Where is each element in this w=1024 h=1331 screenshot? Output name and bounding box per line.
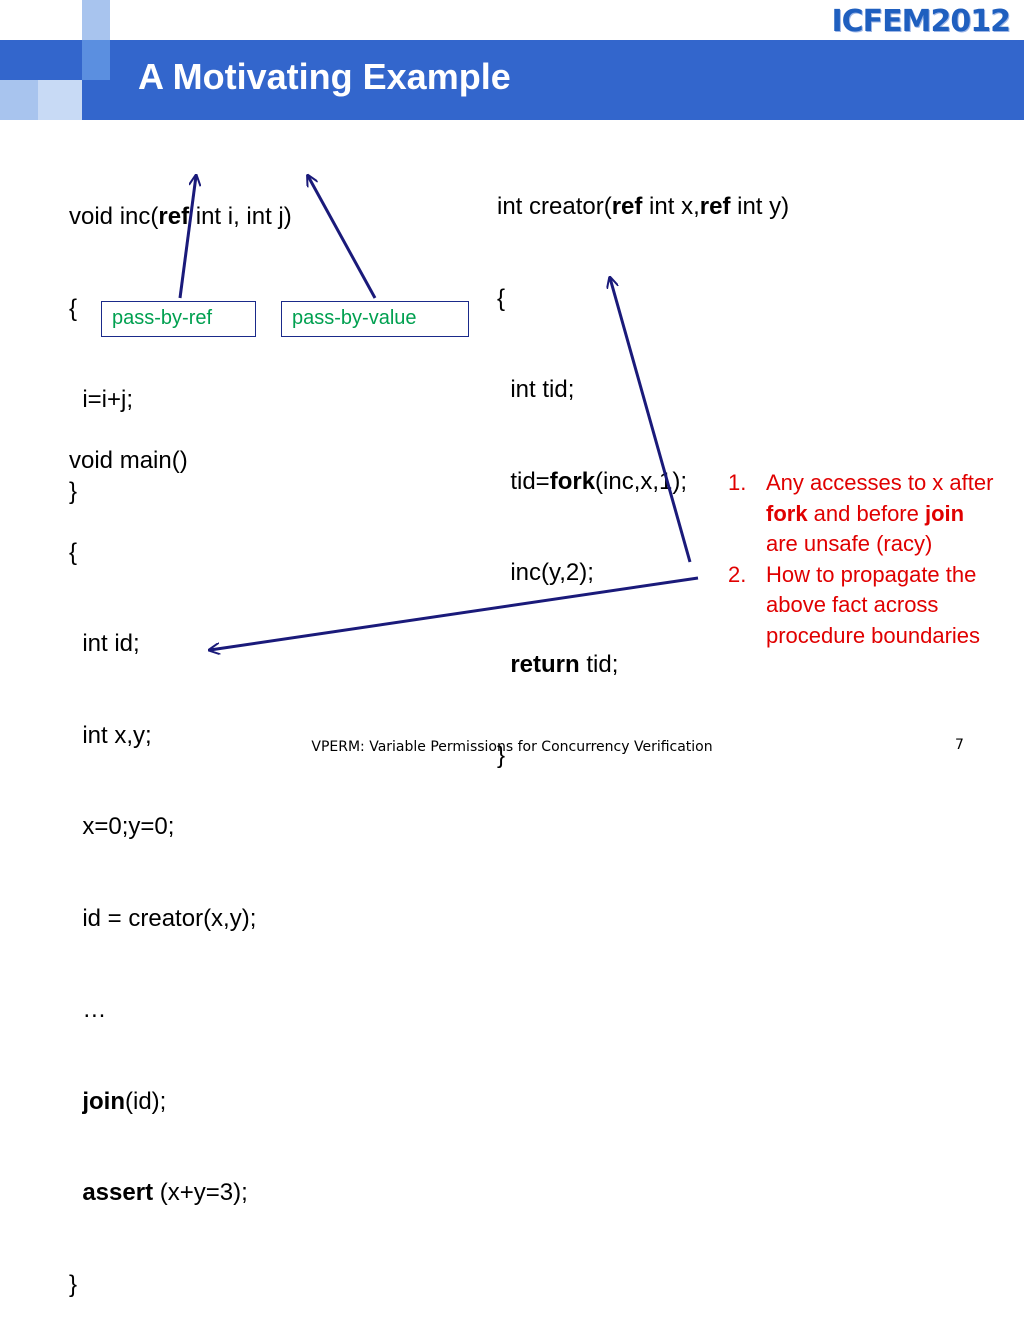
arrow-ref: [178, 176, 196, 299]
arrow-join: [210, 576, 699, 650]
creator-code-block: int creator(ref int x,ref int y) { int t…: [497, 131, 789, 802]
code-line: }: [497, 742, 506, 769]
note-item: 1. Any accesses to x after fork and befo…: [728, 470, 994, 556]
code-line: }: [69, 1270, 78, 1298]
conference-logo: ICFEM2012: [831, 4, 1011, 39]
arrow-fork: [610, 278, 692, 563]
code-line: int x,y;: [69, 721, 152, 749]
code-line: assert (x+y=3);: [69, 1179, 248, 1206]
code-line: int creator(ref int x,ref int y): [497, 193, 790, 220]
code-line: i=i+j;: [69, 386, 134, 413]
code-line: void main(): [69, 447, 188, 474]
code-line: void inc(ref int i, int j): [69, 203, 292, 230]
code-line: join(id);: [69, 1087, 167, 1115]
code-line: id = creator(x,y);: [69, 904, 257, 932]
note-item: 2. How to propagate the above fact acros…: [728, 561, 981, 648]
pass-by-value-label: pass-by-value: [281, 301, 469, 337]
note-number: 1.: [728, 470, 747, 495]
arrows-layer: [178, 0, 699, 768]
code-line: {: [69, 538, 78, 566]
code-line: int tid;: [497, 376, 575, 403]
decor-square: [38, 80, 82, 120]
code-line: tid=fork(inc,x,1);: [497, 467, 688, 495]
code-line: x=0;y=0;: [69, 813, 175, 840]
code-line: {: [497, 284, 506, 312]
page-number: 7: [955, 737, 964, 753]
decor-square: [0, 80, 38, 120]
code-line: …: [69, 996, 107, 1023]
code-line: {: [69, 294, 78, 322]
code-line: }: [69, 477, 78, 505]
notes-list: 1. Any accesses to x after fork and befo…: [728, 468, 998, 651]
decor-square: [82, 40, 110, 80]
slide-footer: VPERM: Variable Permissions for Concurre…: [311, 739, 713, 755]
code-line: return tid;: [497, 650, 619, 678]
inc-code-block: void inc(ref int i, int j) { i=i+j; }: [69, 141, 292, 538]
band: [0, 40, 1024, 120]
slide-title: A Motivating Example: [138, 56, 511, 97]
pass-by-ref-label: pass-by-ref: [101, 301, 256, 337]
code-line: int id;: [69, 630, 140, 657]
arrow-value: [308, 176, 377, 299]
code-line: inc(y,2);: [497, 559, 594, 586]
note-number: 2.: [728, 561, 747, 587]
decor-square: [82, 0, 110, 40]
